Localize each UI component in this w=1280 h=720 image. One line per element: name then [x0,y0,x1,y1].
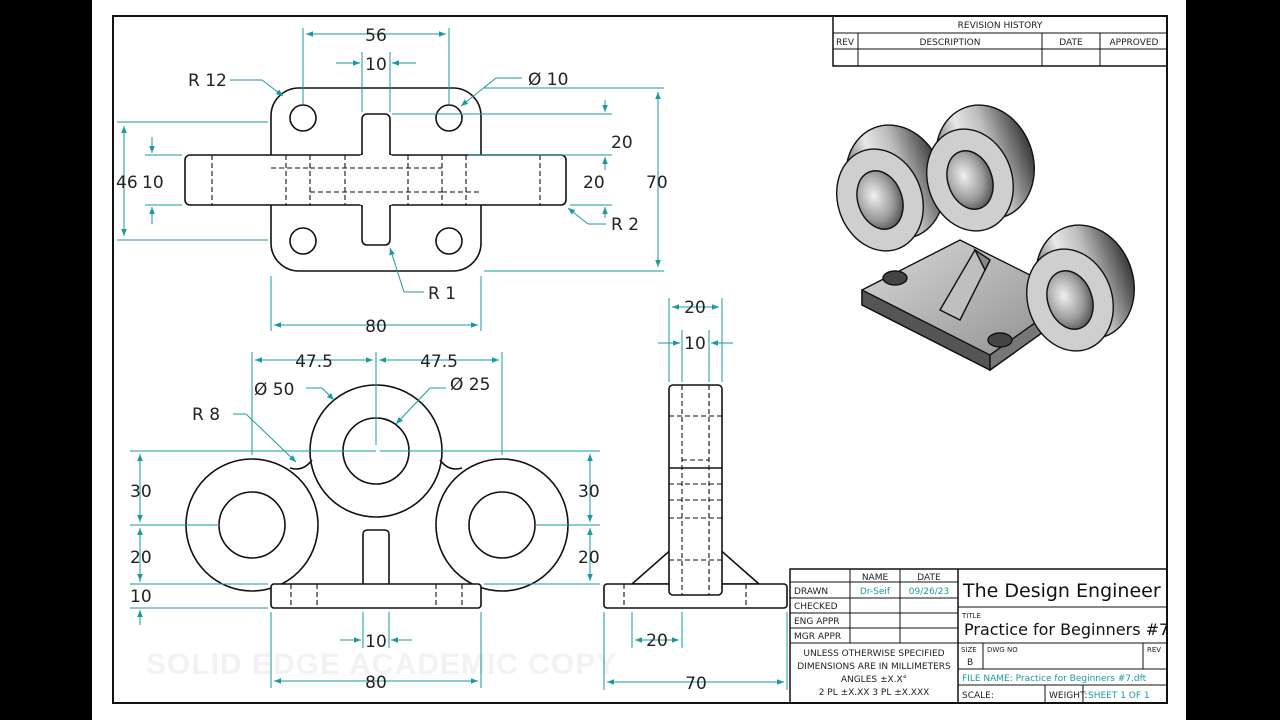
tb-sheet: SHEET 1 OF 1 [1088,691,1150,701]
revision-history-table: REVISION HISTORY REV DESCRIPTION DATE AP… [832,15,1168,67]
dim-r1: R 1 [428,284,456,304]
revision-history-title: REVISION HISTORY [958,21,1043,31]
drawing-sheet: REVISION HISTORY REV DESCRIPTION DATE AP… [92,0,1186,720]
tb-size-label: SIZE [961,646,977,654]
tb-title-label: TITLE [961,612,981,620]
dim-rib-10: 10 [365,55,387,75]
tb-date-header: DATE [917,573,941,583]
sheet-border [112,15,1168,704]
approved-col-header: APPROVED [1110,38,1159,48]
tb-note-1: UNLESS OTHERWISE SPECIFIED [803,649,944,659]
dim-56: 56 [365,26,387,46]
date-col-header: DATE [1059,38,1083,48]
dim-46: 46 [116,173,138,193]
side-view [603,384,788,609]
dim-47-5-left: 47.5 [295,352,333,372]
tb-name-header: NAME [862,573,889,583]
dim-r2: R 2 [611,215,639,235]
front-view-dimension-labels: 47.5 47.5 Ø 50 Ø 25 R 8 30 20 10 30 20 1… [130,352,600,693]
tb-company: The Design Engineer [962,580,1161,602]
tb-scale-label: SCALE: [962,691,994,701]
side-view-dimensions [603,298,788,690]
top-view-dimension-labels: 56 10 R 12 Ø 10 46 10 20 20 70 R 2 R 1 8… [116,26,668,337]
tb-size-value: B [967,658,973,668]
dim-70-side-bottom: 70 [685,674,707,694]
dim-80-top: 80 [365,317,387,337]
dim-10-left: 10 [142,173,164,193]
dim-r12: R 12 [188,71,227,91]
side-view-dimension-labels: 20 10 20 70 [646,298,707,694]
dim-20-side-top: 20 [684,298,706,318]
dim-70: 70 [646,173,668,193]
academic-watermark: SOLID EDGE ACADEMIC COPY [146,648,617,681]
engineering-drawing: REVISION HISTORY REV DESCRIPTION DATE AP… [112,15,1169,704]
rev-col-header: REV [836,38,855,48]
dim-20-upper: 20 [611,133,633,153]
dim-47-5-right: 47.5 [420,352,458,372]
isometric-view [836,104,1135,372]
tb-note-3: ANGLES ±X.X° [841,675,907,685]
front-view [185,384,569,609]
dim-10-side-top: 10 [684,334,706,354]
dim-r8: R 8 [192,405,220,425]
tb-note-2: DIMENSIONS ARE IN MILLIMETERS [797,662,951,672]
dim-30-right: 30 [578,482,600,502]
tb-drawn-label: DRAWN [794,587,828,597]
dim-30-left: 30 [130,482,152,502]
top-view-dimensions [117,28,664,331]
dim-10-left-front: 10 [130,587,152,607]
tb-drawn-date: 09/26/23 [909,587,949,597]
tb-note-4: 2 PL ±X.XX 3 PL ±X.XXX [819,688,930,698]
description-col-header: DESCRIPTION [920,38,981,48]
title-block-text: NAME DATE DRAWN Dr-Seif 09/26/23 CHECKED… [794,573,1169,701]
top-view [184,87,567,272]
dim-20-side-bottom: 20 [646,631,668,651]
dim-hole-dia: Ø 10 [528,70,568,90]
tb-eng-appr-label: ENG APPR [794,617,840,627]
tb-weight-label: WEIGHT: [1049,691,1088,701]
tb-dwg-no-label: DWG NO [987,646,1018,654]
dim-80-bottom: 80 [365,673,387,693]
tb-rev-label: REV [1147,646,1161,654]
tb-checked-label: CHECKED [794,602,838,612]
dim-20-lower: 20 [583,173,605,193]
tb-drawn-name: Dr-Seif [860,587,891,597]
dim-10-bottom: 10 [365,632,387,652]
title-block [789,568,1168,704]
dim-dia-50: Ø 50 [254,380,294,400]
tb-file-name: FILE NAME: Practice for Beginners #7.dft [962,674,1147,684]
dim-dia-25: Ø 25 [450,375,490,395]
dim-20-right: 20 [578,548,600,568]
dim-20-left: 20 [130,548,152,568]
front-view-dimensions [130,352,600,688]
tb-mgr-appr-label: MGR APPR [794,632,841,642]
tb-title: Practice for Beginners #7 [964,620,1169,639]
